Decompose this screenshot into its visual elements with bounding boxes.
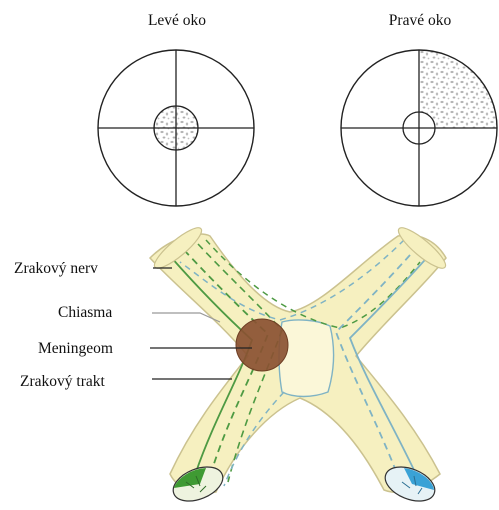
left-eye-field [98, 50, 254, 206]
label-chiasm: Chiasma [58, 304, 112, 321]
right-eye-field [341, 50, 497, 206]
label-meningioma: Meningeom [38, 340, 113, 357]
label-optic-nerve: Zrakový nerv [14, 260, 98, 277]
right-eye-title: Pravé oko [389, 12, 452, 29]
left-eye-title: Levé oko [148, 12, 206, 29]
chiasm-center-area [279, 320, 334, 397]
optic-chiasm-illustration [150, 223, 450, 508]
label-optic-tract: Zrakový trakt [20, 373, 105, 390]
meningioma-mass [236, 319, 288, 371]
